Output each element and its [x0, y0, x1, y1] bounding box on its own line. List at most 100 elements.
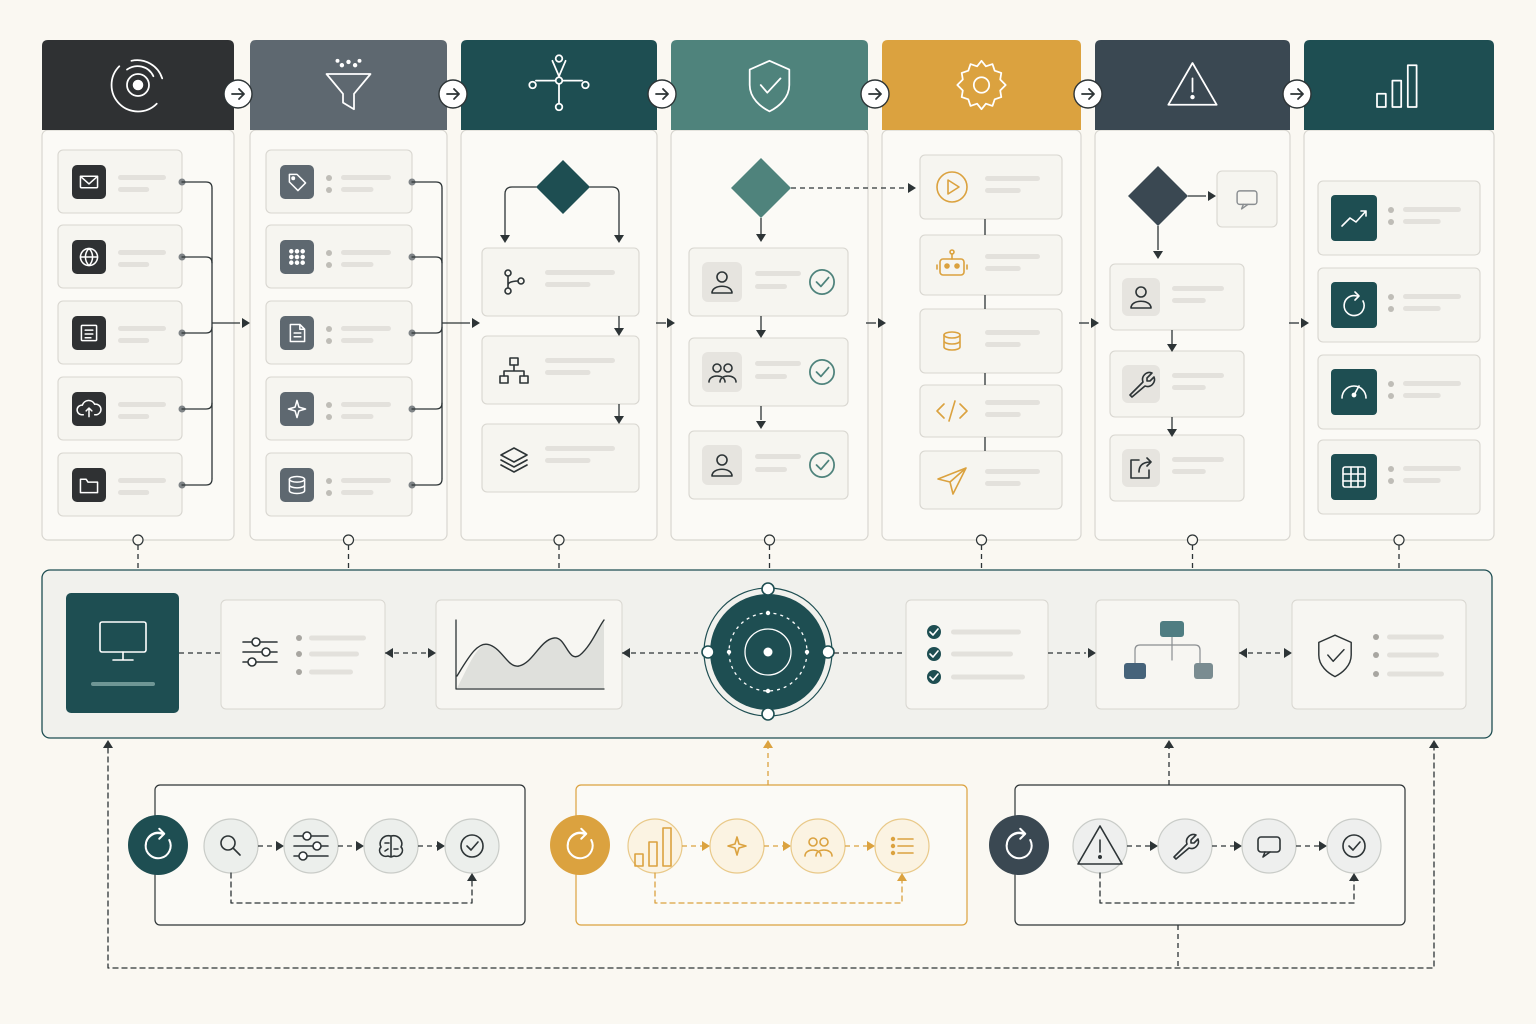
stage-arrow — [1073, 79, 1103, 109]
hierarchy-icon — [499, 357, 529, 384]
loop-refresh-badge[interactable] — [550, 815, 610, 875]
loop-step[interactable] — [1157, 818, 1213, 874]
connector-dot — [763, 534, 776, 546]
stage-arrow — [223, 79, 253, 109]
stage-arrow — [438, 79, 468, 109]
warning-icon — [1077, 825, 1123, 865]
loop-step[interactable] — [1072, 818, 1128, 874]
wrench-icon — [1173, 833, 1200, 860]
list-item[interactable] — [265, 149, 413, 214]
orbit-core[interactable] — [701, 582, 835, 721]
list-item[interactable] — [1317, 267, 1481, 343]
list-item[interactable] — [919, 384, 1063, 438]
list-item[interactable] — [919, 308, 1063, 374]
placeholder-lines — [326, 250, 391, 268]
loop-connectors — [103, 740, 1439, 969]
loop-step[interactable] — [283, 818, 339, 874]
loop-step[interactable] — [1326, 818, 1382, 874]
loop-refresh-badge[interactable] — [989, 815, 1049, 875]
placeholder-lines — [326, 478, 391, 496]
checklist-tile[interactable] — [905, 599, 1049, 710]
placeholder-lines — [985, 400, 1040, 417]
user-icon — [711, 271, 733, 294]
placeholder-lines — [118, 326, 166, 343]
grid-dots-icon — [289, 249, 305, 265]
list-item[interactable] — [1109, 263, 1245, 331]
decision-diamond — [536, 160, 590, 214]
list-item[interactable] — [265, 452, 413, 517]
loop-step[interactable] — [363, 818, 419, 874]
list-item[interactable] — [57, 224, 183, 289]
stage-header — [671, 40, 868, 130]
loop-step[interactable] — [203, 818, 259, 874]
monitor-tile[interactable] — [66, 593, 179, 713]
loop-step[interactable] — [790, 818, 846, 874]
list-item[interactable] — [1317, 354, 1481, 430]
loop-refresh-badge[interactable] — [128, 815, 188, 875]
list-item[interactable] — [265, 300, 413, 365]
list-item[interactable] — [1317, 439, 1481, 515]
list-item[interactable] — [481, 423, 640, 493]
list-item[interactable] — [57, 452, 183, 517]
check-circle-icon — [809, 452, 835, 478]
stage-arrow — [860, 79, 890, 109]
trend-area-chart[interactable] — [435, 599, 623, 710]
optimization-loop — [550, 784, 968, 926]
list-item[interactable] — [919, 234, 1063, 296]
list-item[interactable] — [688, 430, 849, 500]
file-text-icon — [289, 323, 306, 343]
connector-dot — [132, 534, 144, 546]
node-graph-tile[interactable] — [1095, 599, 1240, 710]
stage-arrow — [647, 79, 677, 109]
shield-check-icon — [1318, 634, 1352, 678]
decision-diamond — [1128, 166, 1188, 226]
gauge-icon — [1341, 385, 1367, 399]
loop-step[interactable] — [874, 818, 930, 874]
list-item[interactable] — [481, 335, 640, 405]
placeholder-lines — [118, 175, 166, 192]
list-item[interactable] — [57, 149, 183, 214]
comment-box[interactable] — [1216, 170, 1278, 228]
connector-dot — [553, 534, 565, 546]
list-item[interactable] — [919, 450, 1063, 510]
user-icon — [711, 454, 733, 477]
list-item[interactable] — [1109, 434, 1245, 502]
shield-tile[interactable] — [1291, 599, 1467, 710]
loop-step[interactable] — [709, 818, 765, 874]
list-item[interactable] — [265, 224, 413, 289]
analysis-loop — [128, 784, 526, 926]
funnel-icon — [325, 58, 372, 111]
play-icon — [936, 171, 968, 203]
list-item[interactable] — [688, 337, 849, 407]
list-item[interactable] — [688, 247, 849, 317]
list-item[interactable] — [1317, 180, 1481, 256]
refresh-icon — [1343, 291, 1365, 317]
list-item[interactable] — [481, 247, 640, 317]
placeholder-lines — [1172, 286, 1224, 303]
search-icon — [220, 835, 241, 856]
loop-step[interactable] — [444, 818, 500, 874]
sliders-tile[interactable] — [220, 599, 386, 710]
loop-step[interactable] — [627, 818, 683, 874]
sparkle-icon — [287, 399, 307, 419]
radar-target-icon — [110, 59, 164, 113]
wrench-icon — [1129, 371, 1156, 398]
placeholder-lines — [326, 402, 391, 420]
placeholder-lines — [985, 254, 1040, 271]
list-item[interactable] — [57, 300, 183, 365]
loop-step[interactable] — [1241, 818, 1297, 874]
stage-items-ingest — [57, 149, 250, 517]
list-item[interactable] — [265, 376, 413, 441]
git-branch-icon — [504, 269, 525, 295]
list-item[interactable] — [1109, 350, 1245, 418]
users-icon — [804, 837, 833, 857]
placeholder-lines — [985, 469, 1040, 486]
check-circle-icon — [460, 834, 484, 858]
list-item[interactable] — [57, 376, 183, 441]
cloud-upload-icon — [76, 399, 102, 418]
placeholder-lines — [118, 250, 166, 267]
list-item[interactable] — [919, 154, 1063, 220]
robot-icon — [936, 249, 968, 276]
integration-hub — [41, 569, 1493, 739]
